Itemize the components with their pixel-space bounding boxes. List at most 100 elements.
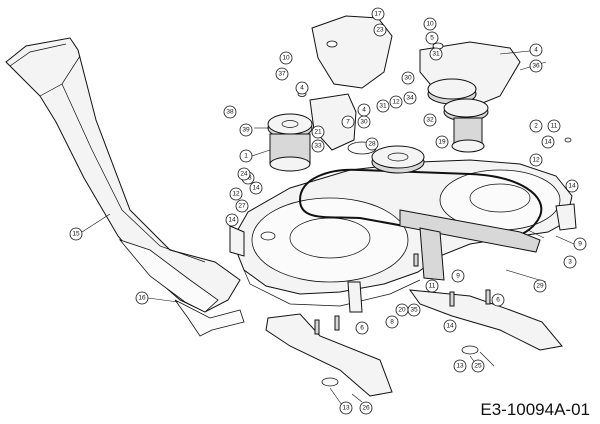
callout-number: 2 [534,123,538,130]
callout-number: 29 [536,283,544,290]
callout-circle [275,67,289,81]
callout-number: 3 [568,259,572,266]
callout-circle [529,59,543,73]
callout-circle [279,51,293,65]
callout-circle [403,91,417,105]
callout-16: 16 [135,291,149,305]
callout-circle [425,31,439,45]
callout-24: 24 [237,167,251,181]
callout-circle [376,99,390,113]
callout-number: 37 [278,71,286,78]
callout-number: 6 [360,325,364,332]
callout-circle [429,47,443,61]
callout-number: 31 [379,103,387,110]
callout-17: 17 [371,7,385,21]
callout-number: 9 [456,273,460,280]
callout-circle [223,105,237,119]
callout-number: 34 [406,95,414,102]
callout-21: 21 [311,125,325,139]
callout-4: 4 [529,43,543,57]
callout-number: 20 [398,307,406,314]
callout-20: 20 [395,303,409,317]
callout-circle [541,135,555,149]
callout-number: 5 [430,35,434,42]
callout-14: 14 [541,135,555,149]
callout-number: 13 [342,405,350,412]
callout-circle [311,125,325,139]
callout-33: 33 [311,139,325,153]
callout-number: 4 [534,47,538,54]
callout-circle [547,119,561,133]
callout-36: 36 [529,59,543,73]
callout-number: 39 [242,127,250,134]
callout-circle [529,119,543,133]
callout-number: 14 [446,323,454,330]
callout-number: 7 [346,119,350,126]
callout-number: 12 [532,157,540,164]
callout-circle [235,199,249,213]
callout-circle [341,115,355,129]
callout-4: 4 [357,103,371,117]
callout-circle [225,213,239,227]
callout-number: 25 [474,363,482,370]
callout-circle [69,227,83,241]
idler-bracket [229,203,577,313]
left-spindle-pulley [267,113,313,172]
callout-13: 13 [453,359,467,373]
callout-circle [355,321,369,335]
callout-circle [237,167,251,181]
callout-31: 31 [429,47,443,61]
callout-number: 26 [362,405,370,412]
callout-number: 10 [426,21,434,28]
callout-number: 6 [496,297,500,304]
callout-number: 14 [568,183,576,190]
callout-number: 1 [244,153,248,160]
callout-30: 30 [401,71,415,85]
callout-5: 5 [425,31,439,45]
callout-circle [453,359,467,373]
callout-number: 14 [544,139,552,146]
callout-circle [471,359,485,373]
discharge-chute [5,37,245,337]
callout-labels: 1234445667899101011111212121313141414141… [69,7,587,415]
callout-number: 36 [532,63,540,70]
callout-number: 13 [456,363,464,370]
callout-circle [565,179,579,193]
callout-number: 31 [432,51,440,58]
callout-10: 10 [279,51,293,65]
callout-number: 11 [551,123,558,130]
callout-circle [373,23,387,37]
callout-6: 6 [355,321,369,335]
callout-number: 35 [410,307,418,314]
right-spindle-pulley [427,78,489,153]
callout-34: 34 [403,91,417,105]
callout-8: 8 [385,315,399,329]
callout-15: 15 [69,227,83,241]
center-spindle-pulley [347,141,425,174]
callout-32: 32 [423,113,437,127]
callout-25: 25 [471,359,485,373]
callout-9: 9 [573,237,587,251]
callout-circle [357,115,371,129]
callout-4: 4 [295,81,309,95]
callout-19: 19 [435,135,449,149]
callout-28: 28 [365,137,379,151]
callout-circle [339,401,353,415]
callout-circle [443,319,457,333]
callout-13: 13 [339,401,353,415]
callout-circle [533,279,547,293]
callout-number: 32 [426,117,434,124]
callout-number: 14 [228,217,236,224]
hardware-bolts [260,40,572,387]
callout-circle [389,95,403,109]
callout-12: 12 [229,187,243,201]
callout-14: 14 [565,179,579,193]
callout-circle [359,401,373,415]
callout-circle [365,137,379,151]
callout-circle [311,139,325,153]
callout-2: 2 [529,119,543,133]
callout-number: 9 [578,241,582,248]
callout-circle [371,7,385,21]
callout-circle [451,269,465,283]
callout-circle [563,255,577,269]
